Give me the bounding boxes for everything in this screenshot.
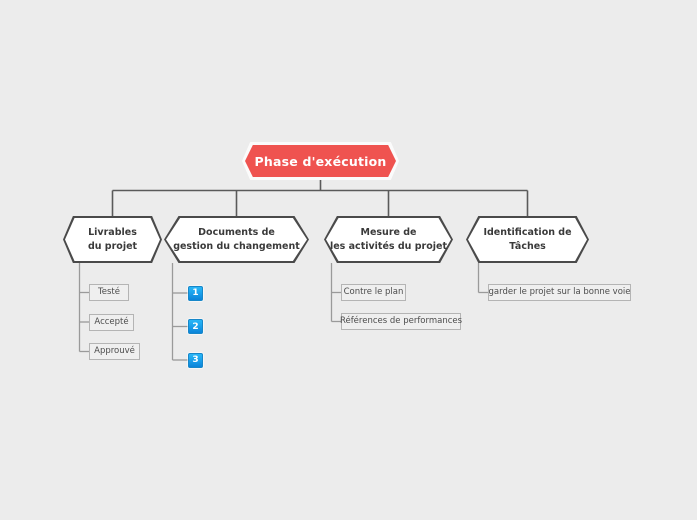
badge-2[interactable]: 2 <box>188 319 203 334</box>
badge-label: 1 <box>192 288 199 298</box>
badge-label: 2 <box>192 321 199 332</box>
branch-label-line1: Livrables <box>88 226 137 238</box>
leaf-box-references-de-performances[interactable]: Références de performances <box>339 313 463 330</box>
badge-label: 3 <box>192 355 199 365</box>
badge-3[interactable]: 3 <box>188 352 203 368</box>
branch-label-line2: Tâches <box>509 240 546 252</box>
leaf-label: garder le projet sur la bonne voie <box>488 287 631 297</box>
branch-label-line2: du projet <box>87 240 138 252</box>
branch-node-identification[interactable]: Identification de Tâches <box>466 216 589 263</box>
branch-node-identification-label: Identification de Tâches <box>466 216 589 263</box>
branch-node-mesure[interactable]: Mesure de les activités du projet <box>324 216 453 263</box>
leaf-label: Testé <box>98 287 120 297</box>
hexagon-fill <box>166 218 307 261</box>
leaf-box-accepte[interactable]: Accepté <box>89 313 134 331</box>
badge-1[interactable]: 1 <box>188 285 203 301</box>
branch-label-line1: Mesure de <box>360 226 417 238</box>
hexagon-fill <box>468 218 587 261</box>
root-node-phase-execution[interactable]: Phase d'exécution <box>245 145 396 177</box>
leaf-box-contre-le-plan[interactable]: Contre le plan <box>341 284 406 301</box>
leaf-box-teste[interactable]: Testé <box>89 284 129 301</box>
branch-node-livrables-label: Livrables du projet <box>63 216 162 263</box>
leaf-box-garder-le-projet[interactable]: garder le projet sur la bonne voie <box>488 284 631 301</box>
hexagon-fill <box>326 218 451 261</box>
leaf-box-approuve[interactable]: Approuvé <box>89 343 140 360</box>
hexagon-fill <box>65 218 160 261</box>
leaf-label: Références de performances <box>339 316 463 326</box>
leaf-label: Approuvé <box>94 346 135 356</box>
branch-node-documents[interactable]: Documents de gestion du changement <box>164 216 309 263</box>
branch-node-mesure-label: Mesure de les activités du projet <box>324 216 453 263</box>
leaf-label: Accepté <box>94 316 129 327</box>
branch-node-livrables[interactable]: Livrables du projet <box>63 216 162 263</box>
branch-label-line1: Identification de <box>483 226 572 238</box>
branch-node-documents-label: Documents de gestion du changement <box>164 216 309 263</box>
branch-label-line2: gestion du changement <box>173 240 300 252</box>
branch-label-line2: les activités du projet <box>329 240 448 252</box>
branch-label-line1: Documents de <box>198 226 275 238</box>
root-node-label: Phase d'exécution <box>254 153 387 169</box>
leaf-label: Contre le plan <box>343 287 404 297</box>
